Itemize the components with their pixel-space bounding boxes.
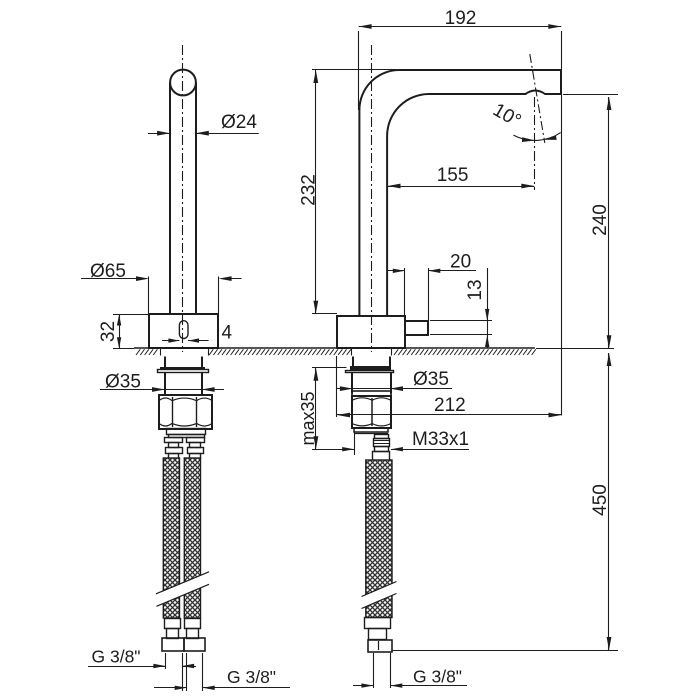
svg-text:Ø35: Ø35 xyxy=(105,372,141,393)
svg-text:Ø24: Ø24 xyxy=(221,112,257,133)
svg-text:Ø65: Ø65 xyxy=(90,261,126,282)
svg-text:155: 155 xyxy=(437,165,469,186)
svg-text:240: 240 xyxy=(590,204,611,236)
svg-text:G 3/8": G 3/8" xyxy=(227,667,276,687)
svg-text:G 3/8": G 3/8" xyxy=(413,667,462,687)
svg-text:13: 13 xyxy=(465,279,486,300)
svg-text:Ø35: Ø35 xyxy=(413,369,449,390)
svg-text:4: 4 xyxy=(222,323,233,344)
svg-text:192: 192 xyxy=(445,8,477,29)
svg-text:G 3/8": G 3/8" xyxy=(92,647,141,667)
svg-text:232: 232 xyxy=(299,174,320,206)
svg-text:32: 32 xyxy=(98,321,119,342)
svg-text:450: 450 xyxy=(590,484,611,516)
svg-text:max35: max35 xyxy=(298,391,318,445)
svg-text:M33x1: M33x1 xyxy=(412,429,469,450)
svg-text:212: 212 xyxy=(434,395,466,416)
svg-text:20: 20 xyxy=(450,252,471,273)
